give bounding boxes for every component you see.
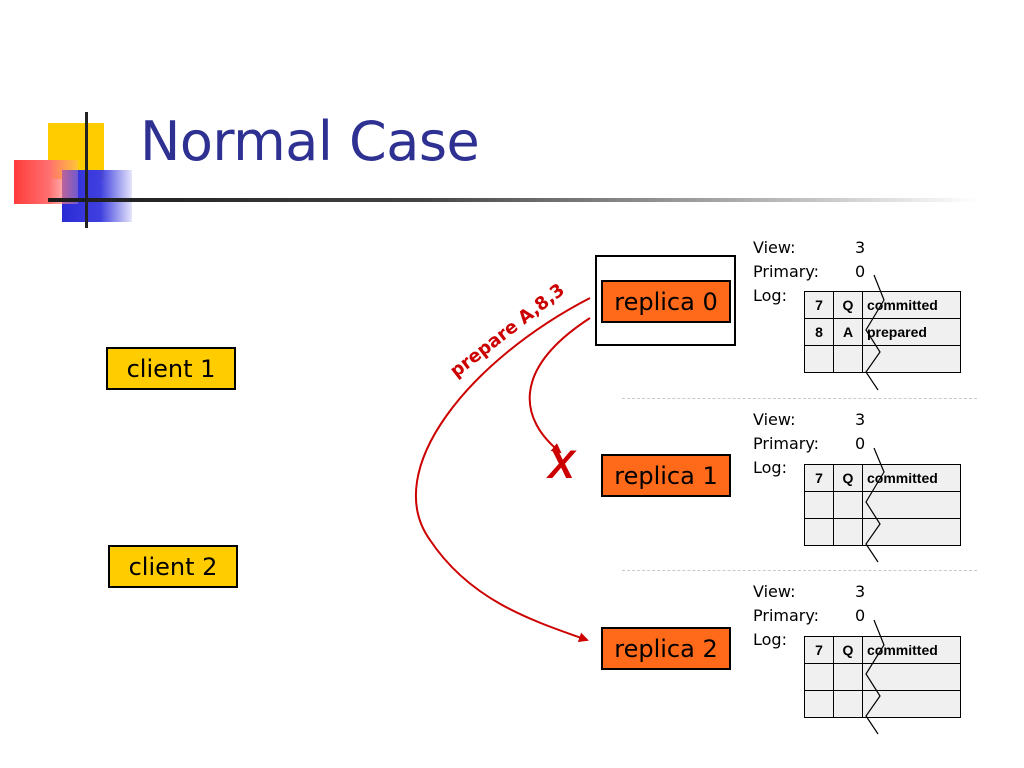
torn-edge-marks xyxy=(865,274,885,735)
primary-label: Primary: xyxy=(753,606,820,625)
client-1-box: client 1 xyxy=(106,347,236,390)
log-row xyxy=(804,345,961,373)
log-op xyxy=(833,663,863,691)
log-status xyxy=(862,663,961,691)
replica-2-label: replica 2 xyxy=(614,634,718,663)
log-row xyxy=(804,690,961,718)
title-underline xyxy=(48,198,978,202)
log-op: Q xyxy=(833,464,863,492)
log-label: Log: xyxy=(753,458,787,477)
primary-label: Primary: xyxy=(753,262,820,281)
replica-1-state: View: 3 Primary: 0 Log: xyxy=(753,408,865,480)
log-seq xyxy=(804,663,834,691)
log-row xyxy=(804,663,961,691)
primary-frame xyxy=(595,255,736,346)
deco-red-square xyxy=(14,160,78,204)
replica-1-box: replica 1 xyxy=(601,454,731,497)
view-value: 3 xyxy=(855,410,866,429)
client-1-label: client 1 xyxy=(126,354,216,383)
separator-2 xyxy=(622,570,977,571)
log-op: Q xyxy=(833,636,863,664)
view-label: View: xyxy=(753,410,796,429)
replica-2-box: replica 2 xyxy=(601,627,731,670)
prepare-arrow-replica-2 xyxy=(414,297,591,643)
client-2-box: client 2 xyxy=(108,545,238,588)
client-2-label: client 2 xyxy=(128,552,218,581)
view-label: View: xyxy=(753,582,796,601)
log-seq: 7 xyxy=(804,464,834,492)
prepare-message-label: prepare A,8,3 xyxy=(446,280,569,382)
log-status: prepared xyxy=(862,318,961,346)
log-seq xyxy=(804,345,834,373)
page-title: Normal Case xyxy=(140,110,480,173)
deco-vertical-line xyxy=(85,112,88,228)
primary-value: 0 xyxy=(855,262,866,281)
torn-edge-replica-0 xyxy=(865,274,885,391)
primary-value: 0 xyxy=(855,606,866,625)
log-seq: 8 xyxy=(804,318,834,346)
replica-0-box: replica 0 xyxy=(601,280,731,323)
view-value: 3 xyxy=(855,582,866,601)
replica-0-state: View: 3 Primary: 0 Log: xyxy=(753,236,865,308)
primary-label: Primary: xyxy=(753,434,820,453)
replica-0-label: replica 0 xyxy=(614,287,718,316)
log-label: Log: xyxy=(753,630,787,649)
view-value: 3 xyxy=(855,238,866,257)
torn-edge-replica-2 xyxy=(865,619,885,735)
log-op xyxy=(833,518,863,546)
lost-message-x: X xyxy=(546,443,577,487)
replica-2-state: View: 3 Primary: 0 Log: xyxy=(753,580,865,652)
log-op xyxy=(833,690,863,718)
separator-1 xyxy=(622,398,977,399)
log-label: Log: xyxy=(753,286,787,305)
primary-value: 0 xyxy=(855,434,866,453)
log-status xyxy=(862,345,961,373)
log-row xyxy=(804,491,961,519)
prepare-arrow-replica-1 xyxy=(528,317,591,454)
log-row xyxy=(804,518,961,546)
torn-edge-replica-1 xyxy=(865,447,885,563)
view-label: View: xyxy=(753,238,796,257)
replica-1-label: replica 1 xyxy=(614,461,718,490)
log-op: A xyxy=(833,318,863,346)
log-status: committed xyxy=(862,636,961,664)
